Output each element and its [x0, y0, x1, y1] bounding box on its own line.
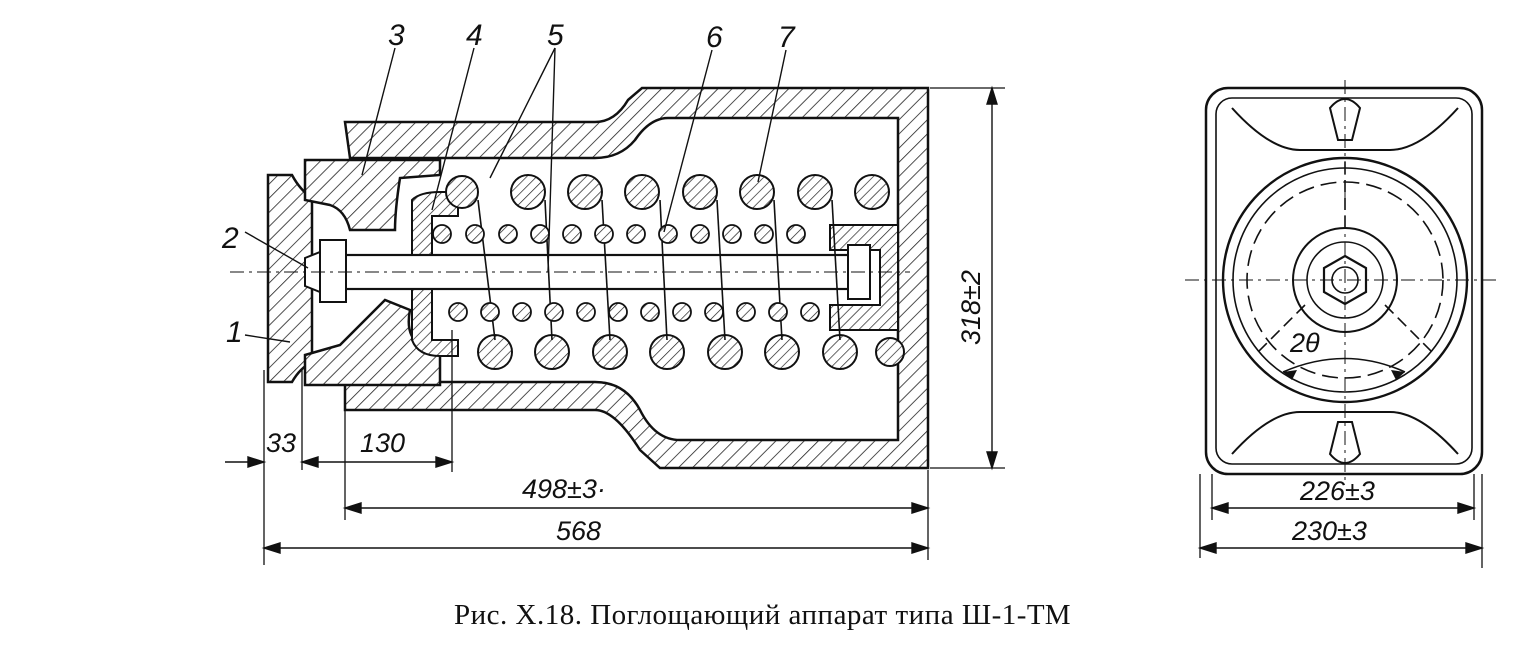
wedge-upper	[303, 158, 442, 232]
angle-label: 2θ	[1289, 328, 1320, 358]
end-view: 2θ 226±3 230±3	[1185, 80, 1500, 568]
dim-226: 226±3	[1299, 476, 1375, 506]
side-section-view: 3 4 5 6 7 2 1 33 130 498±3· 568 318±2	[221, 19, 1005, 565]
dim-498: 498±3·	[522, 474, 606, 504]
part-label-6: 6	[706, 21, 723, 54]
figure-caption: Рис. X.18. Поглощающий аппарат типа Ш-1-…	[454, 599, 1071, 631]
dim-230: 230±3	[1291, 516, 1367, 546]
part-label-5: 5	[547, 19, 564, 52]
part-label-4: 4	[466, 19, 483, 52]
bolt-nut-front	[319, 239, 347, 303]
housing-wall	[343, 86, 930, 470]
part-label-3: 3	[388, 19, 405, 52]
inner-spring	[432, 224, 820, 322]
rear-cup	[829, 224, 899, 331]
dim-33: 33	[266, 428, 296, 458]
part-label-1: 1	[226, 316, 243, 349]
part-label-2: 2	[221, 222, 239, 255]
outer-spring	[445, 174, 905, 370]
wedge-lower	[303, 298, 442, 387]
dim-130: 130	[360, 428, 405, 458]
dim-568: 568	[556, 516, 601, 546]
part-label-7: 7	[778, 21, 796, 54]
pressure-plate	[411, 191, 459, 357]
dim-318: 318±2	[956, 270, 986, 345]
